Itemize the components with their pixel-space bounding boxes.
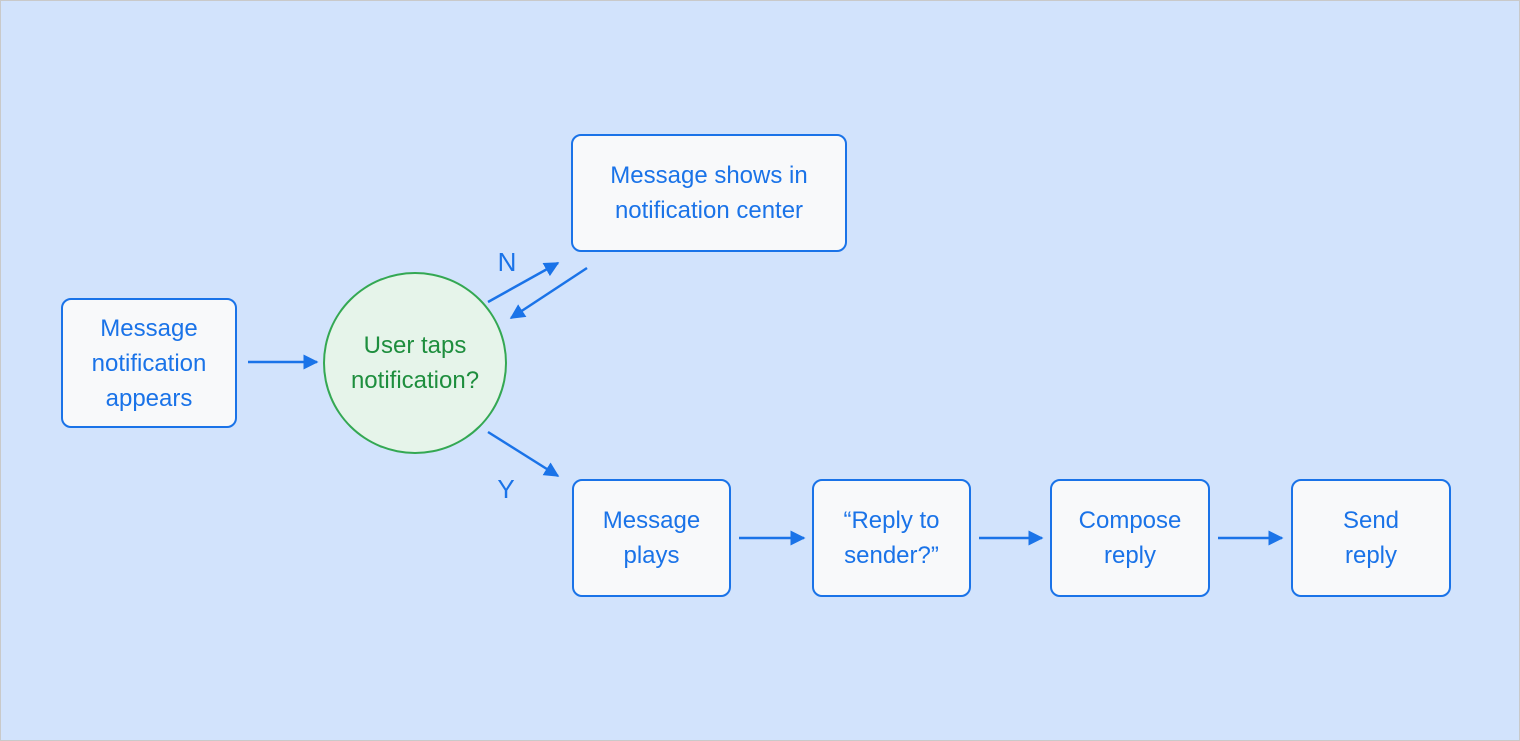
node-reply-to-sender: “Reply to sender?” xyxy=(812,479,971,597)
node-label: Message notification appears xyxy=(91,314,207,412)
node-send-reply: Send reply xyxy=(1291,479,1451,597)
node-label: Message plays xyxy=(602,507,701,569)
edge-label-no: N xyxy=(497,247,517,277)
edge-label-yes: Y xyxy=(497,474,515,504)
node-compose-reply: Compose reply xyxy=(1050,479,1210,597)
node-label: Compose reply xyxy=(1078,507,1182,569)
node-message-notification-appears: Message notification appears xyxy=(61,298,237,428)
node-label: User taps notification? xyxy=(350,332,480,394)
edge-decision-to-message-plays xyxy=(487,430,560,478)
node-message-shows-in-notification-center: Message shows in notification center xyxy=(571,134,847,252)
node-message-plays: Message plays xyxy=(572,479,731,597)
node-label: “Reply to sender?” xyxy=(843,507,940,569)
node-label: Send reply xyxy=(1342,507,1400,569)
node-user-taps-notification-decision: User taps notification? xyxy=(323,272,507,454)
node-label: Message shows in notification center xyxy=(610,162,808,224)
